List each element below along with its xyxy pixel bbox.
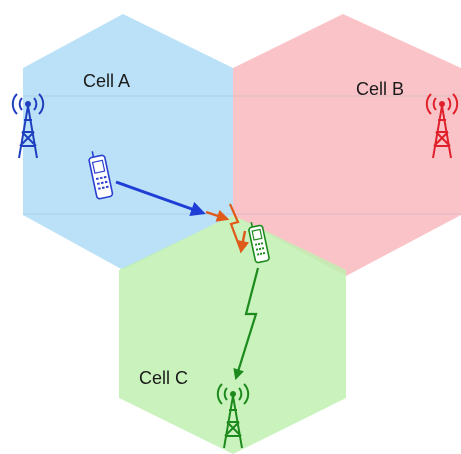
cell-a-label: Cell A	[83, 71, 131, 91]
cell-c-label: Cell C	[139, 368, 189, 388]
radio-link	[233, 267, 260, 381]
handover-signal-bolt	[228, 203, 242, 249]
mobile-phone-icon	[248, 221, 270, 264]
cell-b-hexagon	[233, 14, 461, 276]
cell-tower-icon	[425, 93, 459, 159]
handover-arrow	[236, 230, 250, 254]
cell-tower-icon	[216, 383, 250, 449]
handset-movement-arrow	[115, 180, 206, 217]
cell-b-label: Cell B	[356, 79, 405, 99]
cell-c-hexagon	[119, 215, 346, 454]
handover-arrow	[205, 209, 230, 222]
cell-tower-icon	[11, 93, 45, 159]
mobile-phone-icon	[88, 151, 114, 200]
